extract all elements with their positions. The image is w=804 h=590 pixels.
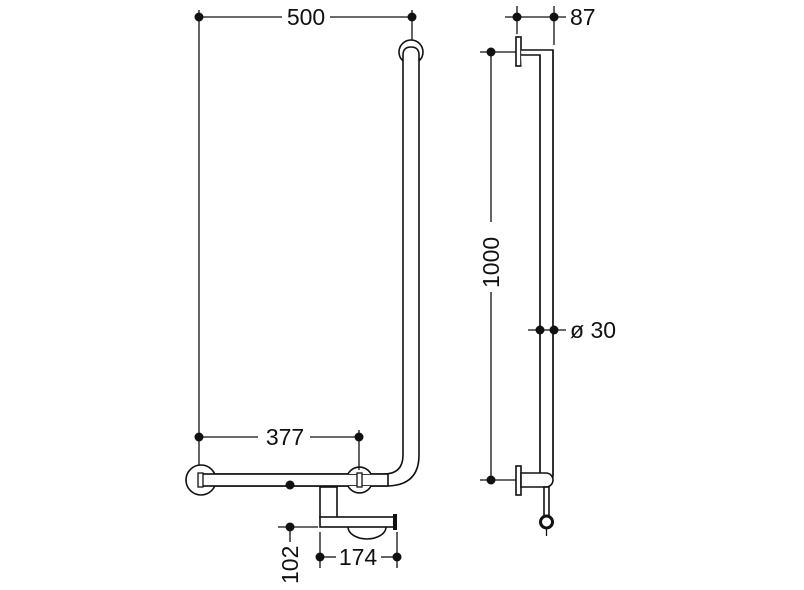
width-label: 500 (287, 4, 325, 30)
front-view: 500 377 (185, 4, 424, 584)
dimension-102: 102 (277, 522, 318, 584)
offset-label: 102 (277, 546, 303, 584)
grab-bar-tube (185, 39, 424, 496)
height-label: 1000 (478, 237, 504, 288)
diameter-label: ø 30 (570, 317, 616, 343)
length-label: 174 (339, 544, 378, 570)
dimension-1000: 1000 (478, 47, 516, 485)
paper-holder (319, 486, 397, 540)
side-view: 87 1000 ø 30 (478, 4, 616, 536)
dimension-diameter: ø 30 (528, 317, 616, 343)
projection-label: 87 (570, 4, 596, 30)
spacing-label: 377 (266, 424, 304, 450)
dimension-174: 174 (315, 532, 402, 570)
dimension-87: 87 (505, 4, 596, 45)
dimension-500: 500 (194, 4, 417, 470)
dimension-377: 377 (194, 424, 364, 470)
